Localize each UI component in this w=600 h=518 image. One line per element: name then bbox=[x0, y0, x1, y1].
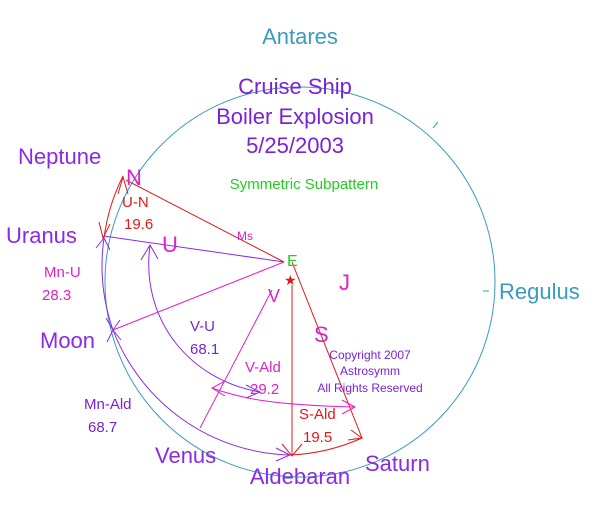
copyright-line-3: All Rights Reserved bbox=[317, 381, 422, 395]
arc-value-mnu: 28.3 bbox=[42, 287, 71, 304]
arrowhead bbox=[347, 429, 364, 441]
arc-label-vald: V-Ald bbox=[245, 359, 281, 376]
planet-label-saturn: Saturn bbox=[365, 451, 430, 476]
copyright-line-2: Astrosymm bbox=[340, 364, 400, 378]
title-line-1: Cruise Ship bbox=[238, 74, 352, 99]
arc-moon-aldebaran bbox=[112, 329, 291, 456]
star-label-antares: Antares bbox=[262, 24, 338, 49]
arrowhead bbox=[275, 447, 292, 462]
title-line-3: 5/25/2003 bbox=[246, 133, 344, 158]
glyph-jupiter: J bbox=[339, 270, 350, 295]
planet-label-venus: Venus bbox=[155, 443, 216, 468]
arc-label-vu: V-U bbox=[190, 318, 215, 335]
arc-venus-uranus-inner bbox=[148, 244, 261, 393]
line-e-neptune bbox=[125, 179, 285, 263]
title-line-2: Boiler Explosion bbox=[216, 104, 374, 129]
arrowhead bbox=[281, 443, 303, 457]
line-e-moon bbox=[112, 261, 285, 331]
glyph-earth: E bbox=[287, 253, 298, 270]
arc-label-sald: S-Ald bbox=[299, 406, 336, 423]
arc-label-mnald: Mn-Ald bbox=[84, 396, 132, 413]
arrowhead bbox=[210, 380, 226, 397]
arrowhead bbox=[117, 175, 129, 195]
planet-label-neptune: Neptune bbox=[18, 144, 101, 169]
line-e-uranus bbox=[103, 235, 285, 263]
glyph-mars: Ms bbox=[237, 229, 253, 243]
planet-label-uranus: Uranus bbox=[6, 223, 77, 248]
glyph-saturn: S bbox=[314, 322, 329, 347]
arc-value-sald: 19.5 bbox=[303, 429, 332, 446]
center-star-icon: ★ bbox=[284, 272, 297, 288]
arc-value-vald: 29.2 bbox=[250, 381, 279, 398]
star-label-aldebaran: Aldebaran bbox=[250, 464, 350, 489]
glyph-venus: V bbox=[268, 286, 280, 306]
line-e-saturn bbox=[291, 261, 363, 439]
line-venus bbox=[199, 289, 273, 429]
arrowhead bbox=[98, 221, 111, 240]
star-label-regulus: Regulus bbox=[499, 279, 580, 304]
arrowhead bbox=[341, 399, 357, 415]
glyph-neptune: N bbox=[126, 165, 142, 190]
arc-value-mnald: 68.7 bbox=[88, 419, 117, 436]
arrowhead bbox=[95, 237, 111, 251]
arrowhead bbox=[245, 384, 262, 399]
copyright-line-1: Copyright 2007 bbox=[329, 348, 411, 362]
arc-label-un: U-N bbox=[122, 194, 149, 211]
arc-label-mnu: Mn-U bbox=[44, 264, 81, 281]
arc-aldebaran-saturn bbox=[289, 437, 363, 456]
arc-uranus-moon bbox=[101, 237, 114, 331]
glyph-uranus: U bbox=[162, 232, 178, 257]
arrowhead bbox=[140, 244, 159, 261]
arc-venus-aldebaran-inner bbox=[211, 387, 356, 408]
arc-value-un: 19.6 bbox=[124, 216, 153, 233]
zodiac-circle bbox=[104, 86, 496, 478]
planet-label-moon: Moon bbox=[40, 328, 95, 353]
subtitle: Symmetric Subpattern bbox=[230, 176, 378, 193]
arc-value-vu: 68.1 bbox=[190, 341, 219, 358]
arrowhead bbox=[106, 329, 122, 343]
tick-mark bbox=[432, 121, 439, 129]
